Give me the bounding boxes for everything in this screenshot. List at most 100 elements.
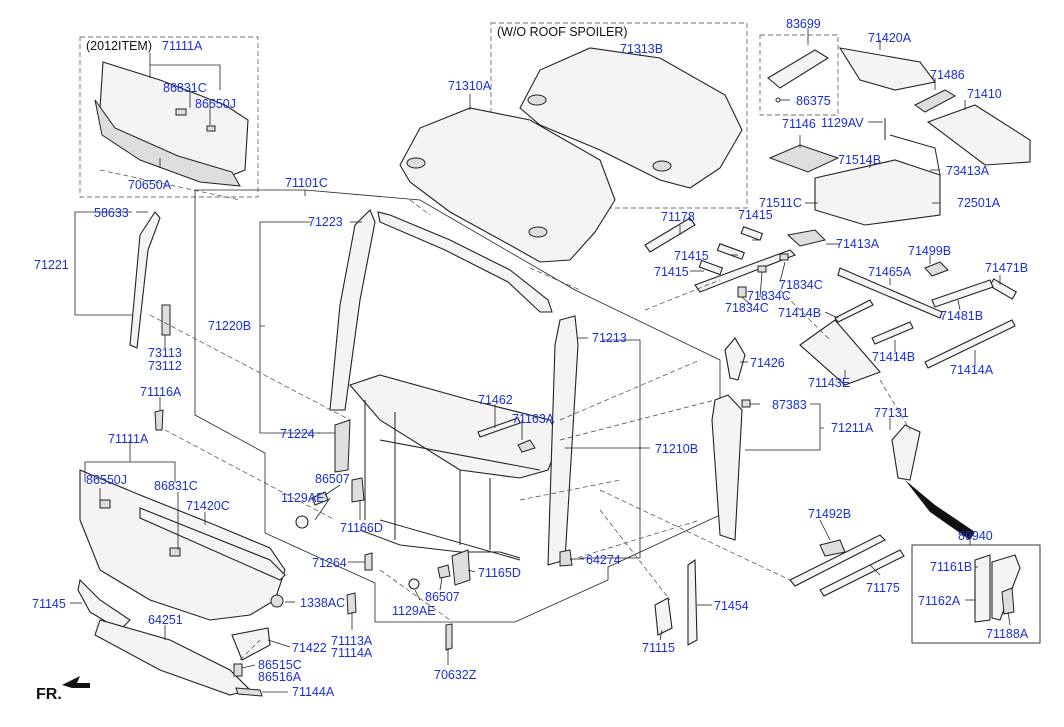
label-86515C: 86515C [258,658,302,672]
inset-label-2012-item: (2012ITEM) [86,39,152,53]
label-71834C-a: 71834C [779,278,823,292]
label-71165D: 71165D [478,566,521,580]
label-71834C-c: 71834C [725,301,769,315]
label-71220B: 71220B [208,319,251,333]
label-86507-b: 86507 [425,590,460,604]
part-86507-a [311,491,329,506]
label-71115: 71115 [642,641,675,655]
part-71462 [477,417,521,438]
label-71420A: 71420A [868,31,912,45]
label-86516A: 86516A [258,670,302,684]
pillar-71211A [711,394,743,541]
label-86375: 86375 [796,94,831,108]
clip-71834C-c [737,286,747,298]
rail-71465A [837,267,943,319]
label-71414B-b: 71414B [872,350,915,364]
part-71146 [768,144,840,173]
part-71113A [346,592,357,615]
label-71114A: 71114A [331,646,373,660]
label-70632Z: 70632Z [434,668,477,682]
label-71145: 71145 [32,597,66,611]
pillar-71223 [329,209,376,411]
leader-89940 [905,480,975,540]
label-1129AE-a: 1129AE [281,491,325,505]
label-71224: 71224 [280,427,315,441]
header-rail [377,211,553,313]
label-73413A: 73413A [946,164,990,178]
bolt-1129AE-a [295,515,309,529]
clip-86515C [233,663,243,677]
label-58633: 58633 [94,206,129,220]
part-71414B-a [834,299,874,323]
label-70650A: 70650A [128,178,172,192]
part-71420A [838,47,936,91]
label-72501A: 72501A [957,196,1001,210]
part-71166D [351,477,365,503]
label-71415-c: 71415 [654,265,689,279]
part-71420C [139,507,286,581]
bolt-1129AE-b [408,578,420,590]
part-71415-a [740,226,764,241]
pillar-71221 [129,211,161,349]
label-71313B: 71313B [620,42,663,56]
label-71415-a: 71415 [738,208,773,222]
part-71143E [799,319,881,386]
label-71511C: 71511C [759,196,802,210]
label-71414A: 71414A [950,363,994,377]
pillar-71213 [547,315,579,566]
label-71162A: 71162A [918,594,961,608]
part-71224 [334,419,351,473]
bracket-73113 [161,304,171,336]
label-71415-b: 71415 [674,249,709,263]
part-71413A [786,229,826,247]
label-71146: 71146 [782,117,816,131]
inset-box-wo-roof-spoiler [490,22,748,209]
label-86831C: 86831C [154,479,198,493]
part-64274 [559,549,573,567]
label-71116A: 71116A [140,385,182,399]
bumper-2012-item [94,61,249,187]
part-70632Z [445,623,453,651]
inset-box-89940 [911,544,1041,644]
part-71454 [687,558,698,646]
label-73113: 73113 [148,346,182,360]
box-71514B [814,134,941,226]
label-71499B: 71499B [908,244,951,258]
part-71264 [364,552,373,571]
part-71165D [451,549,471,586]
label-71471B: 71471B [985,261,1028,275]
label-71221: 71221 [34,258,69,272]
part-71116A [154,409,164,431]
label-71454: 71454 [714,599,749,613]
label-71481B: 71481B [940,309,983,323]
label-86831C-top: 86831C [163,81,207,95]
part-labels: 71111A 86831C 86550J 70650A 71310A 71313… [32,17,1029,699]
part-86507-b [437,564,451,579]
leader-lines [70,28,1011,693]
label-71144A: 71144A [292,685,335,699]
label-73112: 73112 [148,359,182,373]
clip-71834C-b [757,265,767,273]
label-71422: 71422 [292,641,327,655]
part-71163A [517,439,536,453]
part-71188A [1001,587,1015,615]
label-1129AV: 1129AV [821,116,864,130]
part-71161B [974,554,991,623]
label-71414B-a: 71414B [778,306,821,320]
label-71101C: 71101C [285,176,328,190]
label-71210B: 71210B [655,442,698,456]
label-71492B: 71492B [808,507,851,521]
part-71499B [924,261,949,277]
grommet-87383 [741,399,751,408]
label-71143E: 71143E [808,376,850,390]
label-71188A: 71188A [986,627,1029,641]
rail-71175-a [789,534,886,587]
part-71178 [644,217,696,253]
part-77131 [891,424,921,481]
label-71486: 71486 [930,68,965,82]
rail-71175-b [819,549,905,597]
label-71310A: 71310A [448,79,492,93]
part-64251 [94,619,252,696]
part-71414B-b [871,321,914,345]
label-71514B: 71514B [838,153,881,167]
